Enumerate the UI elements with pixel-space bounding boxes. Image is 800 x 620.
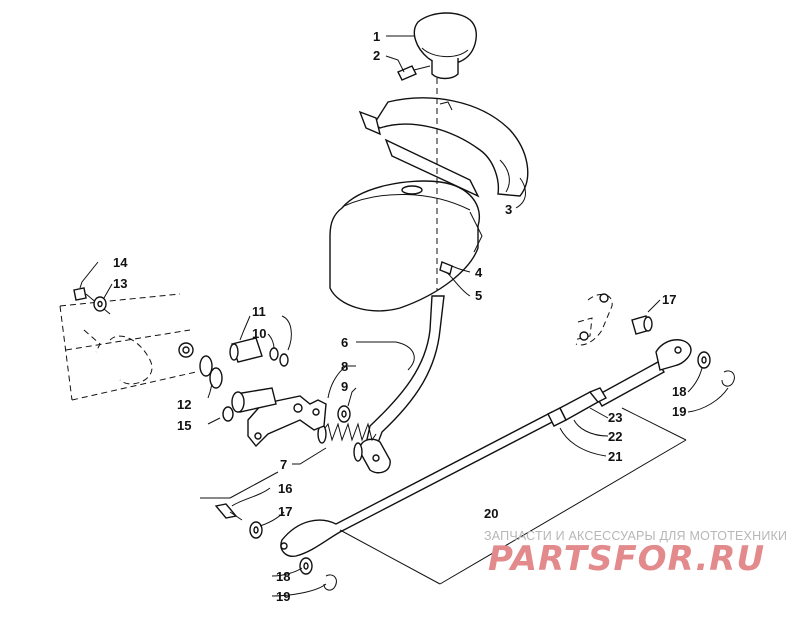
shift-rod xyxy=(280,339,692,557)
frame-mount xyxy=(59,293,197,401)
callout-4: 4 xyxy=(475,265,483,280)
clip-19-right xyxy=(721,370,735,387)
knob-screw xyxy=(397,65,431,81)
bushing xyxy=(439,261,453,275)
callout-17a: 17 xyxy=(278,504,292,519)
leader-lines xyxy=(79,35,729,597)
callout-23: 23 xyxy=(608,410,622,425)
callout-1: 1 xyxy=(373,29,380,44)
washer-18-left xyxy=(299,557,313,575)
shift-knob xyxy=(413,12,477,80)
callout-16: 16 xyxy=(278,481,292,496)
watermark: ЗАПЧАСТИ И АКСЕССУАРЫ ДЛЯ МОТОТЕХНИКИ PA… xyxy=(484,529,787,579)
callout-labels: 1 2 3 4 5 6 7 8 9 10 11 12 13 14 15 16 1… xyxy=(113,29,686,604)
shifter-cover-lower xyxy=(329,180,483,312)
right-linkage-bracket xyxy=(573,293,613,346)
washers-10 xyxy=(269,347,289,367)
callout-10: 10 xyxy=(252,326,266,341)
callout-19b: 19 xyxy=(276,589,290,604)
o-rings-12 xyxy=(199,355,223,389)
callout-18a: 18 xyxy=(672,384,686,399)
bushing-17-left xyxy=(249,521,263,539)
pivot-bracket xyxy=(231,387,327,448)
callout-18b: 18 xyxy=(276,569,290,584)
watermark-brand: PARTSFOR.RU xyxy=(488,539,765,579)
callout-6: 6 xyxy=(341,335,348,350)
shift-lever xyxy=(359,295,445,474)
callout-13: 13 xyxy=(113,276,127,291)
washer-18-right xyxy=(697,351,711,369)
callout-12: 12 xyxy=(177,397,191,412)
callout-14: 14 xyxy=(113,255,128,270)
watermark-tagline: ЗАПЧАСТИ И АКСЕССУАРЫ ДЛЯ МОТОТЕХНИКИ xyxy=(484,529,787,543)
callout-11: 11 xyxy=(252,304,266,319)
callout-22: 22 xyxy=(608,429,622,444)
washer-9 xyxy=(337,405,351,423)
callout-8: 8 xyxy=(341,359,348,374)
callout-5: 5 xyxy=(475,288,482,303)
callout-17b: 17 xyxy=(662,292,676,307)
callout-9: 9 xyxy=(341,379,348,394)
washer-15 xyxy=(222,406,234,422)
bolt-16 xyxy=(214,503,243,521)
callout-19a: 19 xyxy=(672,404,686,419)
bushing-17-right xyxy=(631,315,653,335)
callout-15: 15 xyxy=(177,418,191,433)
washer-13 xyxy=(93,296,107,312)
callout-21: 21 xyxy=(608,449,622,464)
clip-19-left xyxy=(323,574,337,591)
callout-7: 7 xyxy=(280,457,287,472)
callout-2: 2 xyxy=(373,48,380,63)
shifter-cover-upper xyxy=(358,97,529,198)
callout-3: 3 xyxy=(505,202,512,217)
pin-11 xyxy=(229,337,263,363)
spring xyxy=(317,422,377,462)
callout-20: 20 xyxy=(484,506,498,521)
